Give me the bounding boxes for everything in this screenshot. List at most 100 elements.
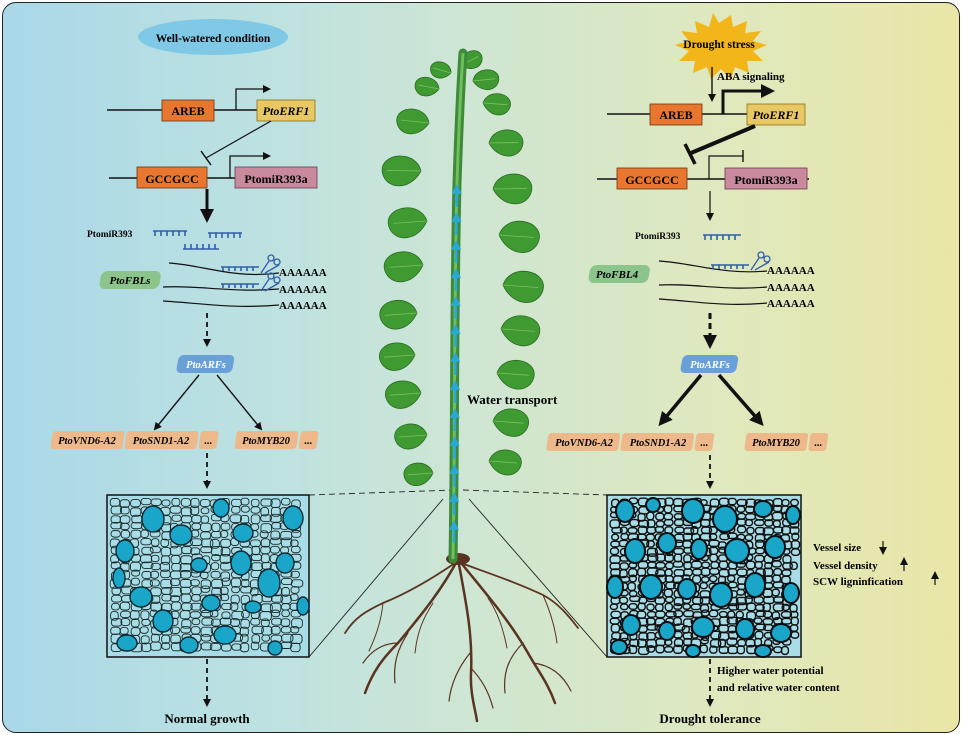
xylem-cell bbox=[647, 553, 659, 563]
xylem-cell bbox=[665, 610, 677, 618]
xylem-cell bbox=[220, 571, 231, 582]
xylem-vessel bbox=[621, 614, 641, 636]
xylem-cell bbox=[663, 645, 674, 653]
xylem-cell bbox=[700, 637, 710, 645]
xylem-cell bbox=[726, 532, 738, 540]
xylem-cell bbox=[209, 539, 220, 549]
xylem-cell bbox=[230, 594, 240, 605]
xylem-vessel bbox=[275, 552, 295, 574]
normal-growth-label: Normal growth bbox=[164, 711, 250, 726]
xylem-cell bbox=[120, 529, 131, 539]
gene-vnd-right: PtoVND6-A2 bbox=[555, 438, 614, 449]
xylem-cell bbox=[682, 603, 692, 610]
fbl-badge-left bbox=[99, 271, 161, 289]
xylem-vessel bbox=[782, 582, 800, 604]
xylem-cell bbox=[231, 610, 244, 621]
xylem-cell bbox=[692, 574, 702, 584]
erf1-inhibit-bar-right bbox=[683, 143, 697, 165]
xylem-cell bbox=[289, 593, 299, 601]
xylem-vessel bbox=[610, 639, 628, 655]
xylem-cell bbox=[771, 611, 781, 621]
xylem-cell bbox=[221, 603, 233, 610]
areb-label-left: AREB bbox=[171, 104, 204, 118]
xylem-cell bbox=[628, 602, 638, 611]
polya-3-left: AAAAAA bbox=[279, 300, 327, 312]
areb-label-right: AREB bbox=[659, 108, 692, 122]
xylem-cell bbox=[150, 538, 160, 547]
xylem-vessel bbox=[735, 618, 755, 640]
leaf-vein bbox=[390, 392, 422, 396]
xylem-cell bbox=[119, 523, 130, 531]
tss-arrow-erf1-right bbox=[721, 84, 775, 114]
xylem-vessel bbox=[712, 505, 738, 533]
xylem-cell bbox=[130, 577, 140, 586]
leaf-vein bbox=[401, 119, 430, 124]
left-panel: Well-watered condition AREB PtoERF1 GCCG… bbox=[50, 19, 327, 726]
xylem-cell bbox=[269, 602, 282, 613]
leaf-vein bbox=[488, 460, 518, 464]
gene-ellipsis-2-right: ... bbox=[814, 438, 822, 449]
scissors-icon bbox=[260, 254, 281, 274]
xylem-cell bbox=[753, 519, 765, 527]
xylem-cell bbox=[251, 634, 261, 644]
xylem-cell bbox=[119, 499, 130, 508]
erf1-box-right bbox=[746, 103, 806, 126]
xylem-cell bbox=[611, 526, 623, 534]
xylem-cell bbox=[665, 581, 676, 590]
xylem-cell bbox=[260, 498, 273, 507]
gene-myb-right: PtoMYB20 bbox=[752, 438, 801, 449]
mrna-strands-right bbox=[658, 260, 768, 305]
xylem-cell bbox=[744, 534, 754, 542]
xylem-vessel bbox=[690, 538, 708, 560]
xylem-cell bbox=[782, 562, 793, 570]
scissors-icon bbox=[750, 251, 771, 271]
arrow-arfs-vnd-right bbox=[658, 373, 703, 427]
xylem-vessel bbox=[244, 600, 262, 614]
xylem-cell bbox=[190, 498, 200, 509]
xylem-cell bbox=[190, 547, 201, 556]
xylem-cell bbox=[200, 585, 211, 593]
xylem-vessel bbox=[201, 594, 221, 612]
xylem-cell bbox=[180, 593, 192, 603]
xylem-cell bbox=[271, 609, 281, 618]
well-watered-badge bbox=[138, 19, 288, 55]
xylem-vessel bbox=[624, 538, 646, 564]
xylem-cell bbox=[180, 626, 192, 634]
xylem-cell bbox=[150, 498, 162, 506]
leaf-vein bbox=[418, 84, 440, 90]
leaf-vein bbox=[496, 372, 530, 376]
xylem-cell bbox=[726, 637, 738, 646]
xylem-cell bbox=[771, 588, 780, 597]
xylem-vessel bbox=[179, 636, 199, 654]
zoom-line-top-right bbox=[462, 489, 608, 496]
xylem-cell bbox=[200, 642, 213, 651]
xylem-vessel bbox=[658, 621, 676, 641]
xylem-cell bbox=[169, 587, 182, 597]
xylem-cell bbox=[210, 562, 220, 571]
gene-snd-right: PtoSND1-A2 bbox=[630, 438, 687, 449]
xylem-cell bbox=[708, 609, 719, 618]
xylem-vessel bbox=[116, 634, 138, 652]
xylem-cell bbox=[646, 540, 656, 548]
roots bbox=[344, 557, 579, 723]
xylem-cell bbox=[161, 642, 171, 650]
leaf-vein bbox=[472, 78, 496, 82]
xylem-cell bbox=[719, 532, 730, 541]
erf1-inhibit-line-right bbox=[690, 124, 756, 155]
xylem-cell bbox=[161, 634, 171, 644]
xylem-vessel bbox=[681, 498, 705, 524]
xylem-cell bbox=[736, 505, 746, 513]
leaf-vein bbox=[482, 102, 507, 106]
xylem-cell bbox=[746, 526, 755, 535]
mir393-label-left: PtomiR393 bbox=[87, 230, 133, 240]
drought-tolerance-label: Drought tolerance bbox=[659, 711, 760, 726]
xylem-vessel bbox=[213, 625, 237, 645]
trait-scw-lignification: SCW ligninfication bbox=[813, 576, 903, 588]
xylem-cell bbox=[780, 645, 790, 656]
xylem-cell bbox=[190, 602, 203, 611]
zoom-line-bottom-right bbox=[468, 498, 608, 658]
xylem-cell bbox=[210, 571, 221, 579]
polya-2-right: AAAAAA bbox=[767, 282, 815, 294]
xylem-cell bbox=[746, 611, 757, 621]
areb-box-right bbox=[649, 103, 703, 126]
